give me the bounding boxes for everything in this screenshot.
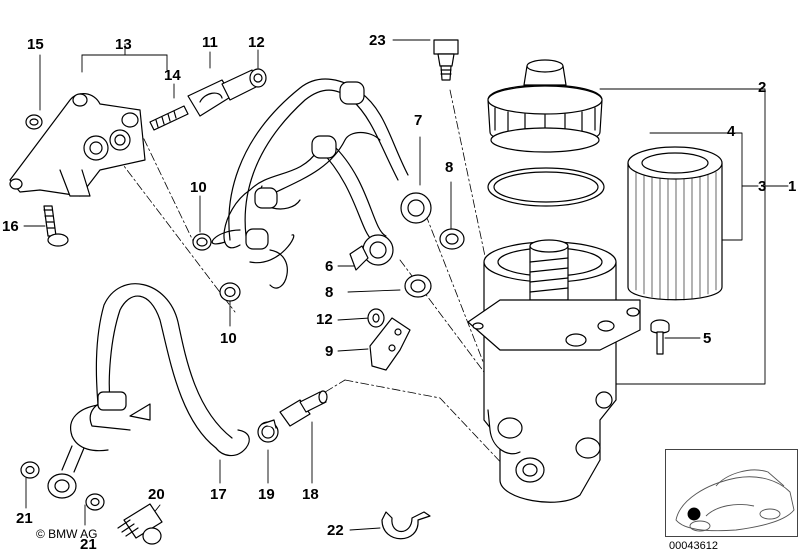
callout-22: 22 xyxy=(327,522,344,539)
pressure-switch xyxy=(433,39,459,81)
callout-8-lower: 8 xyxy=(325,284,334,301)
callout-11: 11 xyxy=(202,34,218,51)
clip-22 xyxy=(381,511,431,540)
upper-hoses xyxy=(211,78,409,289)
leader-lines xyxy=(23,39,789,531)
callout-14: 14 xyxy=(164,67,181,84)
callout-10-lower: 10 xyxy=(220,330,237,347)
callout-15: 15 xyxy=(27,36,44,53)
callout-2: 2 xyxy=(758,79,767,96)
copyright-text: © BMW AG xyxy=(36,527,98,541)
callout-16: 16 xyxy=(2,218,19,235)
callout-5: 5 xyxy=(703,330,712,347)
oil-pipe-bracket xyxy=(9,93,146,197)
callout-12-upper: 12 xyxy=(248,34,265,51)
vehicle-location-inset xyxy=(665,449,798,537)
location-marker xyxy=(687,507,701,521)
seal-washers xyxy=(20,114,465,511)
callout-10-upper: 10 xyxy=(190,179,207,196)
callout-1: 1 xyxy=(788,178,797,195)
filter-element xyxy=(627,146,723,301)
callout-23: 23 xyxy=(369,32,386,49)
clamp-11 xyxy=(187,69,259,117)
filter-o-ring xyxy=(487,167,605,207)
document-number: 00043612 xyxy=(669,540,718,552)
mounting-bolt xyxy=(650,319,670,355)
callout-13: 13 xyxy=(115,36,132,53)
car-outline-icon xyxy=(675,469,795,532)
union-fitting-18 xyxy=(279,390,328,427)
callout-6: 6 xyxy=(325,258,334,275)
callout-17: 17 xyxy=(210,486,227,503)
callout-9: 9 xyxy=(325,343,334,360)
bolt-16 xyxy=(43,205,69,247)
callout-21-bottom: 21 xyxy=(80,536,97,553)
filter-housing xyxy=(467,239,641,503)
callout-20: 20 xyxy=(148,486,165,503)
bracket-9 xyxy=(369,317,411,371)
callout-3: 3 xyxy=(758,178,767,195)
callout-21-left: 21 xyxy=(16,510,33,527)
hose-clamp-19 xyxy=(257,419,279,443)
banjo-bolt xyxy=(117,503,163,545)
bushing-12-lower xyxy=(367,308,385,328)
callout-8-upper: 8 xyxy=(445,159,454,176)
callout-18: 18 xyxy=(302,486,319,503)
callout-19: 19 xyxy=(258,486,275,503)
hose-clamps xyxy=(245,81,432,271)
stud-14 xyxy=(149,105,189,131)
bolt-fitting-left xyxy=(47,473,77,499)
callout-7: 7 xyxy=(414,112,423,129)
lower-hose xyxy=(61,283,250,473)
filter-cap xyxy=(487,59,603,153)
assembly-lines xyxy=(107,89,509,471)
callout-12-lower: 12 xyxy=(316,311,333,328)
callout-4: 4 xyxy=(727,123,736,140)
bushing-12-upper xyxy=(249,68,267,88)
